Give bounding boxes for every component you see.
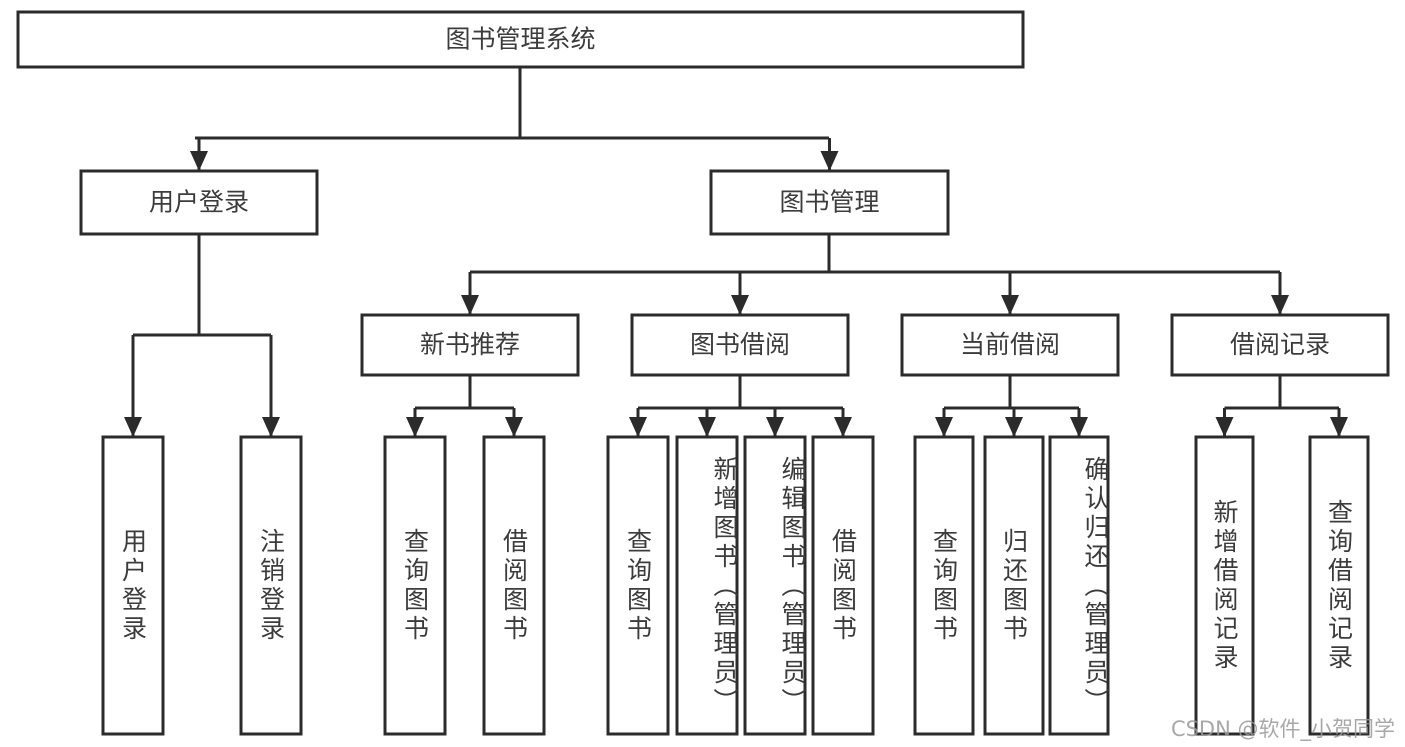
node-box-leaf-8: [913, 435, 975, 736]
node-label-level2-0: 用户登录: [149, 188, 249, 217]
arrow-head-icon: [629, 417, 647, 437]
arrow-head-icon: [124, 417, 142, 437]
arrow-head-icon: [406, 417, 424, 437]
arrow-head-icon: [834, 417, 852, 437]
arrow-head-icon: [461, 295, 479, 315]
node-box-level2-0: [79, 169, 319, 236]
arrow-head-icon: [766, 417, 784, 437]
arrow-head-icon: [1271, 295, 1289, 315]
arrow-head-icon: [262, 417, 280, 437]
arrow-head-icon: [698, 417, 716, 437]
node-box-leaf-2: [383, 435, 447, 736]
arrow-head-icon: [505, 417, 523, 437]
node-box-leaf-6: [743, 435, 807, 736]
node-box-leaf-11: [1194, 435, 1255, 736]
node-box-leaf-5: [675, 435, 739, 736]
node-label-level2-1: 图书管理: [779, 188, 879, 217]
arrow-head-icon: [190, 151, 208, 171]
node-box-level2-1: [709, 169, 950, 236]
arrow-head-icon: [1001, 295, 1019, 315]
node-box-leaf-4: [606, 435, 670, 736]
arrow-head-icon: [731, 295, 749, 315]
arrow-head-icon: [1005, 417, 1023, 437]
node-box-leaf-12: [1308, 435, 1370, 736]
arrow-head-icon: [1330, 417, 1348, 437]
arrow-head-icon: [1215, 417, 1234, 437]
node-box-level3-1: [630, 313, 850, 377]
node-box-level3-2: [900, 313, 1120, 377]
node-label-level3-1: 图书借阅: [690, 330, 790, 359]
node-box-root: [16, 10, 1025, 69]
node-box-leaf-7: [811, 435, 875, 736]
node-box-leaf-1: [239, 435, 303, 736]
arrow-head-icon: [820, 151, 839, 171]
node-label-root: 图书管理系统: [445, 25, 595, 54]
node-box-level3-3: [1170, 313, 1390, 377]
node-label-level3-0: 新书推荐: [420, 330, 520, 359]
node-box-leaf-3: [482, 435, 546, 736]
boxes-layer: [16, 10, 1390, 736]
node-box-level3-0: [360, 313, 580, 377]
arrow-head-icon: [935, 417, 953, 437]
node-box-leaf-9: [983, 435, 1045, 736]
node-box-leaf-10: [1048, 435, 1110, 736]
arrow-head-icon: [1070, 417, 1088, 437]
node-label-level3-2: 当前借阅: [960, 330, 1060, 359]
node-label-level3-3: 借阅记录: [1230, 330, 1330, 359]
node-box-leaf-0: [101, 435, 165, 736]
connectors-layer: [124, 67, 1348, 437]
